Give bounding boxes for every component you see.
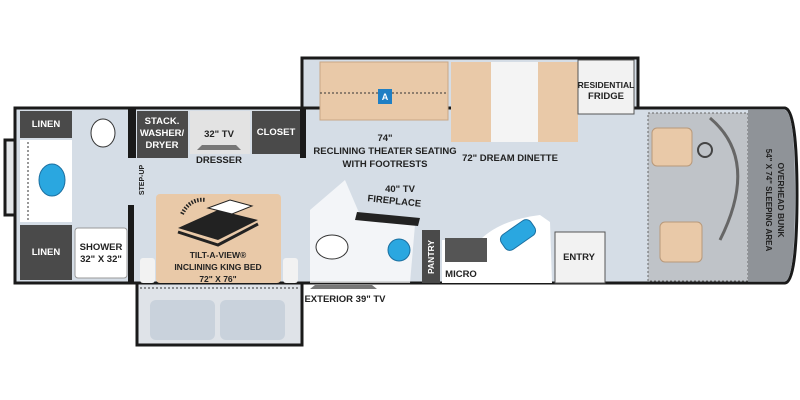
label-washer-1: STACK. bbox=[145, 116, 180, 127]
label-living-tv: 40" TV bbox=[385, 184, 416, 195]
exterior-tv-icon bbox=[310, 285, 377, 289]
label-seat-badge: A bbox=[382, 92, 389, 102]
linen-cabinet-bottom bbox=[20, 225, 72, 280]
label-linen-bottom: LINEN bbox=[32, 247, 61, 258]
washer-dryer-cabinet bbox=[137, 111, 188, 158]
dash bbox=[709, 116, 740, 241]
label-dinette: 72" DREAM DINETTE bbox=[462, 153, 558, 164]
wall bbox=[128, 108, 136, 158]
steering-wheel-icon bbox=[697, 142, 713, 158]
toilet-icon bbox=[90, 118, 116, 148]
label-seating-1: 74" bbox=[377, 133, 392, 144]
pantry-cabinet bbox=[422, 230, 440, 283]
dinette-bench-left bbox=[451, 62, 491, 142]
label-washer-3: DRYER bbox=[146, 140, 179, 151]
sink-icon bbox=[38, 163, 66, 197]
linen-cabinet-top bbox=[20, 111, 72, 138]
label-micro: MICRO bbox=[445, 269, 477, 280]
wall bbox=[300, 108, 306, 158]
label-bed-2: INCLINING KING BED bbox=[174, 262, 261, 272]
dinette-bench-right bbox=[538, 62, 578, 142]
label-shower-size: 32" X 32" bbox=[80, 254, 122, 265]
label-seating-2: RECLINING THEATER SEATING bbox=[313, 146, 456, 157]
tv-icon bbox=[197, 145, 241, 150]
fridge-box bbox=[577, 59, 635, 115]
label-washer-2: WASHER/ bbox=[140, 128, 185, 139]
driver-seat bbox=[651, 127, 693, 167]
overhead-bunk bbox=[748, 110, 795, 281]
label-entry: ENTRY bbox=[563, 252, 596, 263]
label-fridge-2: FRIDGE bbox=[588, 91, 624, 102]
label-bedroom-tv: 32" TV bbox=[204, 129, 235, 140]
pillow-left bbox=[150, 300, 215, 340]
label-bed-1: TILT-A-VIEW® bbox=[190, 250, 247, 260]
passenger-seat bbox=[659, 221, 703, 263]
label-shower: SHOWER bbox=[80, 242, 123, 253]
toilet-icon bbox=[315, 234, 349, 260]
label-fridge-1: RESIDENTIAL bbox=[578, 80, 635, 90]
label-closet: CLOSET bbox=[257, 127, 296, 138]
pillow-right bbox=[220, 300, 285, 340]
closet-cabinet bbox=[252, 111, 300, 154]
nightstand-left bbox=[140, 258, 155, 283]
wall bbox=[128, 205, 134, 283]
label-pantry: PANTRY bbox=[426, 240, 436, 274]
label-exterior-tv: EXTERIOR 39" TV bbox=[304, 294, 386, 305]
label-dresser: DRESSER bbox=[196, 155, 242, 166]
label-step-up: STEP-UP bbox=[139, 165, 146, 196]
entry-step bbox=[554, 231, 606, 284]
fireplace bbox=[355, 212, 420, 226]
label-bunk-1: OVERHEAD BUNK bbox=[776, 162, 786, 238]
tilt-bed-icon bbox=[177, 197, 259, 247]
kitchen-sink-icon bbox=[499, 219, 537, 251]
sink-icon bbox=[387, 238, 411, 262]
label-bed-3: 72" X 76" bbox=[199, 274, 236, 284]
label-seating-3: WITH FOOTRESTS bbox=[343, 159, 428, 170]
label-bunk-2: 54" X 74" SLEEPING AREA bbox=[764, 149, 773, 252]
nightstand-right bbox=[283, 258, 298, 283]
microwave bbox=[445, 238, 487, 262]
label-linen-top: LINEN bbox=[32, 119, 61, 130]
seat-badge bbox=[378, 89, 392, 104]
shower-stall bbox=[74, 227, 128, 279]
